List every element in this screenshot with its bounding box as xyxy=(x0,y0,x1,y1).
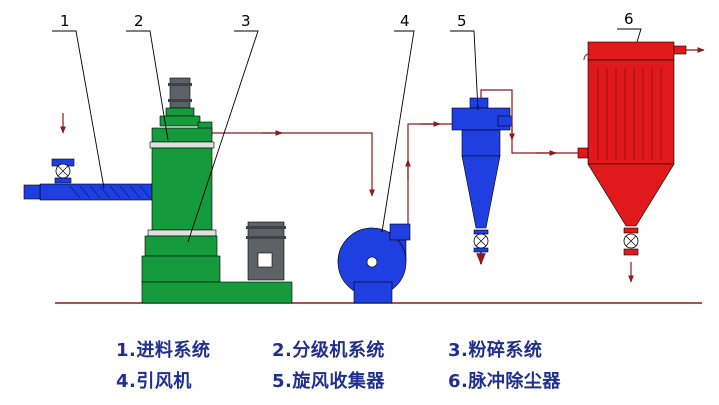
classifier-motor xyxy=(169,77,191,109)
mill-body xyxy=(144,235,218,257)
callout-3: 3 xyxy=(241,12,251,30)
conveyor-motor xyxy=(23,184,41,200)
cyclone-collector xyxy=(451,97,513,266)
fan-inlet-icon xyxy=(366,256,378,268)
callout-4: 4 xyxy=(400,12,410,30)
air-pipes xyxy=(212,89,578,224)
collector-body xyxy=(587,59,675,165)
collector-outlet xyxy=(673,45,687,55)
callout-1: 1 xyxy=(60,12,70,30)
induced-draft-fan xyxy=(337,223,411,304)
callout-2: 2 xyxy=(134,12,144,30)
collector-top xyxy=(587,41,675,61)
fan-stand xyxy=(353,281,393,304)
callout-5: 5 xyxy=(457,12,467,30)
pulse-dust-collector xyxy=(577,41,705,283)
callout-6: 6 xyxy=(624,10,634,28)
classifier-body xyxy=(151,147,213,231)
main-motor xyxy=(247,221,285,281)
feed-system xyxy=(23,113,153,201)
mill-base xyxy=(141,281,293,304)
mill-unit xyxy=(141,77,293,304)
collector-hopper xyxy=(587,163,675,227)
collector-inlet xyxy=(577,147,589,159)
cyclone-body xyxy=(461,129,501,157)
cyclone-cone xyxy=(461,155,501,229)
callout-leaders xyxy=(52,28,642,243)
fan-outlet xyxy=(389,223,411,241)
